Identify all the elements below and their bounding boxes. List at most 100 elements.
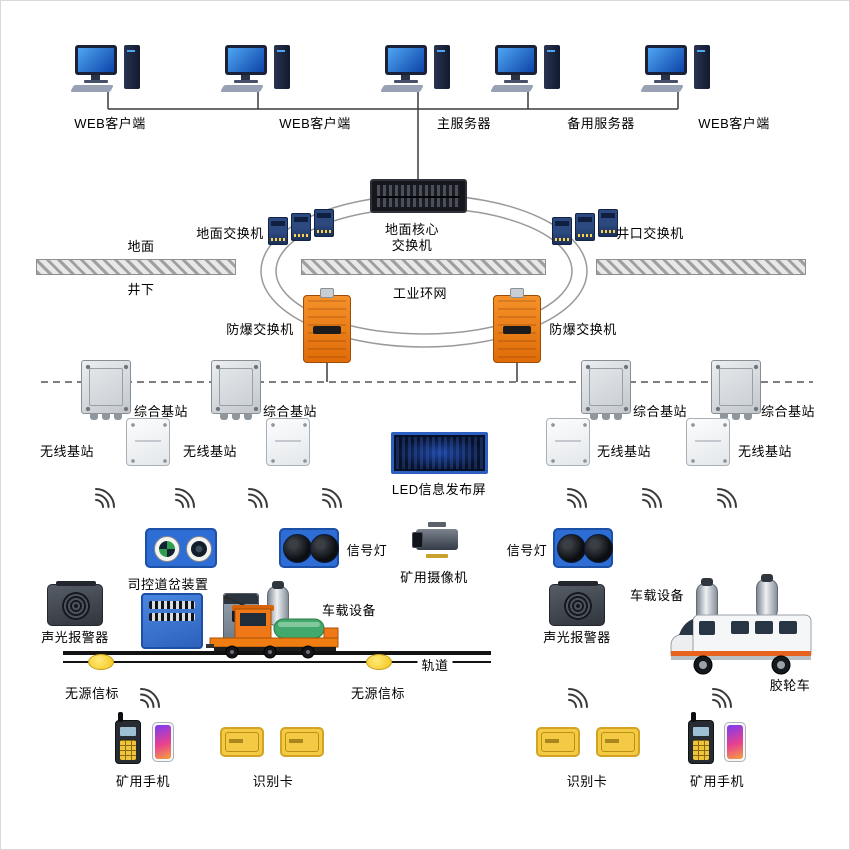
wireless-signal-icon	[95, 488, 115, 508]
monitor-screen	[228, 48, 264, 72]
id-card-label-1: 识别卡	[252, 774, 294, 789]
mine-phone-label-2: 矿用手机	[689, 774, 745, 789]
ground-switch-label: 地面交换机	[196, 226, 264, 241]
rubber-tired-vehicle-graphic	[670, 614, 812, 675]
cooling-fins	[498, 300, 536, 358]
integrated-base-station-label-2: 综合基站	[262, 404, 318, 419]
wireless-base-station-label-3: 无线基站	[596, 444, 652, 459]
sound-light-alarm-label-2: 声光报警器	[543, 630, 611, 645]
smartphone-1	[152, 722, 174, 762]
web-client-label-3: WEB客户端	[698, 116, 770, 131]
signal-light-2	[553, 528, 613, 568]
wireless-signal-icon	[567, 488, 587, 508]
explosion-proof-switch-label-2: 防爆交换机	[549, 322, 617, 337]
wireless-signal-icon	[642, 488, 662, 508]
integrated-base-station-3	[581, 360, 631, 420]
monitor-icon	[645, 45, 687, 83]
keyboard-icon	[220, 85, 264, 92]
monitor-screen	[648, 48, 684, 72]
core-switch-label-line2: 交换机	[391, 238, 433, 253]
cooling-fins	[308, 300, 346, 358]
id-card-4	[596, 727, 640, 757]
ground-switch-group	[268, 209, 336, 247]
vehicle-wheels	[693, 655, 791, 675]
tower-icon	[274, 45, 290, 89]
backup-server-computer	[490, 45, 561, 93]
keyboard-icon	[380, 85, 424, 92]
passive-beacon-label-2: 无源信标	[350, 686, 406, 701]
explosion-proof-switch-label-1: 防爆交换机	[226, 322, 294, 337]
surface-bar-right	[596, 259, 806, 275]
id-card-2	[280, 727, 324, 757]
sound-light-alarm-2	[549, 581, 605, 626]
mine-phone-walkie-2	[688, 712, 714, 764]
wireless-signal-icon	[175, 488, 195, 508]
switch-control-box	[141, 593, 203, 649]
wireless-base-station-1	[126, 418, 170, 466]
integrated-base-station-4	[711, 360, 761, 420]
tower-icon	[544, 45, 560, 89]
id-card-label-2: 识别卡	[566, 774, 608, 789]
explosion-proof-switch-2	[493, 295, 541, 363]
switch-icon	[552, 217, 572, 245]
wireless-signal-icon	[717, 488, 737, 508]
switch-icon	[575, 213, 595, 241]
led-screen-label: LED信息发布屏	[391, 482, 487, 497]
id-card-3	[536, 727, 580, 757]
id-card-1	[220, 727, 264, 757]
dial-icon	[154, 536, 180, 562]
web-client-label-1: WEB客户端	[74, 116, 146, 131]
core-switch-rack	[370, 179, 467, 213]
wireless-base-station-label-2: 无线基站	[182, 444, 238, 459]
mine-camera-device	[412, 522, 460, 558]
switch-icon	[598, 209, 618, 237]
wireless-base-station-3	[546, 418, 590, 466]
underground-label: 井下	[127, 282, 155, 297]
monitor-icon	[225, 45, 267, 83]
keyboard-icon	[640, 85, 684, 92]
passive-beacon-1	[88, 654, 114, 670]
switch-control-label: 司控道岔装置	[127, 577, 209, 592]
keyboard-icon	[490, 85, 534, 92]
surface-bar-left	[36, 259, 236, 275]
passive-beacon-2	[366, 654, 392, 670]
monitor-icon	[385, 45, 427, 83]
switch-icon	[314, 209, 334, 237]
keyboard-icon	[70, 85, 114, 92]
monitor-screen	[78, 48, 114, 72]
switch-icon	[268, 217, 288, 245]
wellhead-switch-label: 井口交换机	[616, 226, 684, 241]
wellhead-switch-group	[552, 209, 620, 247]
signal-light-1	[279, 528, 339, 568]
mine-camera-label: 矿用摄像机	[400, 570, 468, 585]
sound-light-alarm-label-1: 声光报警器	[41, 630, 109, 645]
monitor-icon	[75, 45, 117, 83]
wireless-signal-icon	[248, 488, 268, 508]
sound-light-alarm-1	[47, 581, 103, 626]
wireless-base-station-2	[266, 418, 310, 466]
main-server-computer	[380, 45, 451, 93]
switch-control-display	[145, 528, 217, 568]
monitor-icon	[495, 45, 537, 83]
web-client-computer-1	[70, 45, 141, 93]
passive-beacon-label-1: 无源信标	[64, 686, 120, 701]
web-client-computer-2	[220, 45, 291, 93]
camera-body	[412, 529, 458, 550]
ground-label: 地面	[127, 239, 155, 254]
tower-icon	[434, 45, 450, 89]
integrated-base-station-2	[211, 360, 261, 420]
wireless-signal-icon	[322, 488, 342, 508]
keypad	[693, 740, 709, 760]
wireless-base-station-4	[686, 418, 730, 466]
phone-screen	[155, 725, 171, 759]
vehicle-device-label-1: 车载设备	[321, 603, 377, 618]
dial-icon	[186, 536, 212, 562]
integrated-base-station-label-1: 综合基站	[133, 404, 189, 419]
integrated-base-station-1	[81, 360, 131, 420]
industrial-ring-label: 工业环网	[392, 286, 448, 301]
electric-locomotive	[206, 595, 339, 659]
integrated-base-station-label-3: 综合基站	[632, 404, 688, 419]
mine-phone-label-1: 矿用手机	[115, 774, 171, 789]
led-display	[391, 432, 488, 474]
